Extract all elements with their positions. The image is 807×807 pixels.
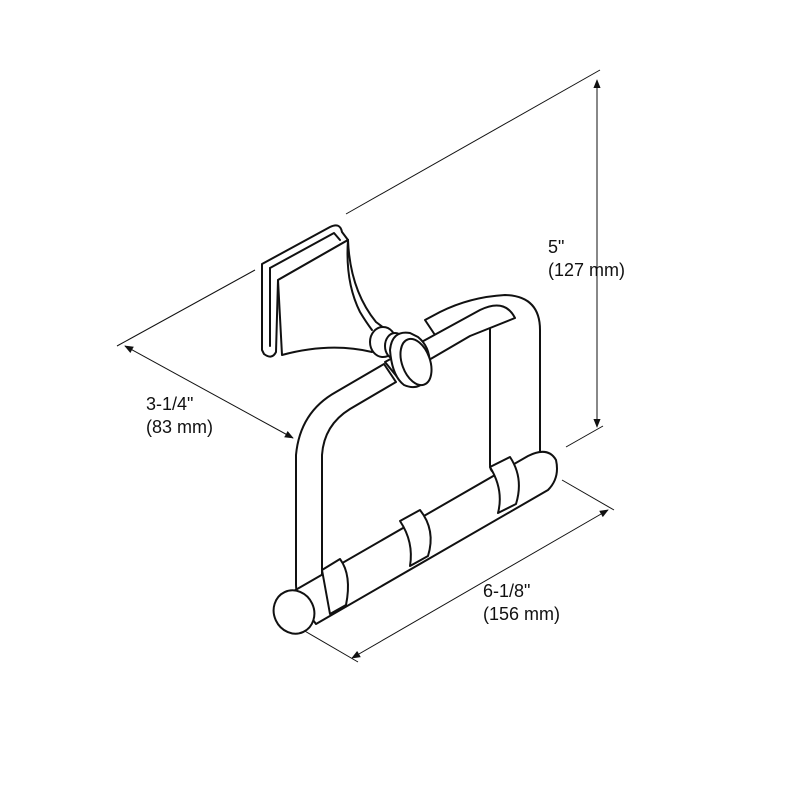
height-dimension: 5" (127 mm): [345, 69, 625, 448]
width-dimension: 6-1/8" (156 mm): [302, 479, 615, 663]
roller-right-collar: [489, 456, 520, 514]
tissue-holder-illustration: [261, 224, 558, 635]
width-extension-line-right: [561, 479, 615, 511]
depth-extension-line-back: [116, 269, 256, 347]
pivot-cap-face: [399, 337, 433, 387]
depth-imperial-label: 3-1/4": [146, 394, 193, 414]
width-extension-line-left: [302, 629, 359, 663]
height-extension-line-bottom: [565, 425, 604, 448]
roller-center-collar: [399, 509, 432, 567]
wall-mount-plate-edge: [269, 232, 341, 269]
height-imperial-label: 5": [548, 237, 564, 257]
width-dimension-line: [351, 509, 609, 659]
roller-end-cap: [272, 589, 316, 635]
roller-left-collar: [321, 558, 349, 615]
depth-dimension: 3-1/4" (83 mm): [116, 269, 294, 439]
height-extension-line-top: [345, 69, 601, 215]
width-imperial-label: 6-1/8": [483, 581, 530, 601]
depth-dimension-line: [124, 345, 294, 439]
depth-metric-label: (83 mm): [146, 417, 213, 437]
height-metric-label: (127 mm): [548, 260, 625, 280]
width-metric-label: (156 mm): [483, 604, 560, 624]
flared-mount-post-contour: [346, 239, 373, 331]
